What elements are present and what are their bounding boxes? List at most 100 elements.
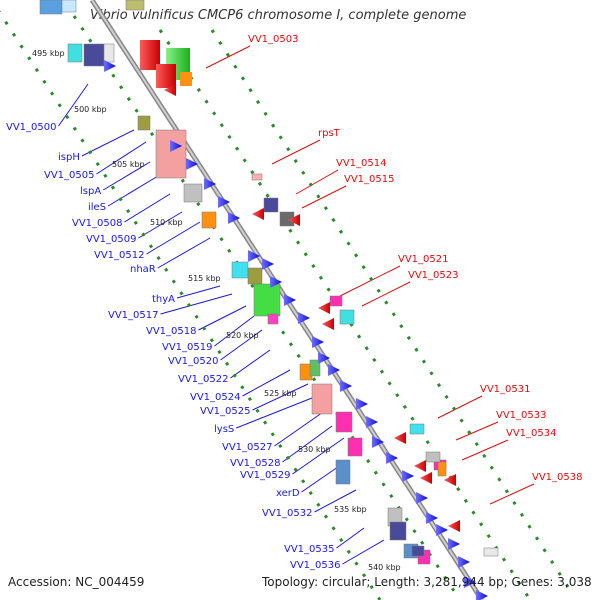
leader-line: [342, 539, 385, 565]
gene-label-left: VV1_0536: [290, 560, 341, 571]
leader-line: [157, 237, 211, 269]
gene-block: [411, 545, 425, 557]
gene-label-left: xerD: [276, 488, 300, 499]
leader-line: [242, 369, 291, 397]
leader-line: [102, 161, 151, 191]
scale-label: 525 kbp: [264, 389, 297, 398]
gene-label-right: VV1_0503: [248, 34, 299, 45]
leader-line: [58, 83, 89, 127]
gene-arrow: [270, 276, 282, 288]
gene-label-left: VV1_0500: [6, 122, 57, 133]
gene-block: [103, 43, 115, 63]
gene-block: [425, 451, 441, 463]
gene-label-left: VV1_0528: [230, 458, 281, 469]
gene-arrow: [464, 576, 476, 588]
gene-label-right: VV1_0515: [344, 174, 395, 185]
gene-block: [155, 129, 187, 179]
gene-arrow: [448, 520, 460, 532]
gene-block: [180, 72, 192, 86]
scale-label: 535 kbp: [334, 505, 367, 514]
leader-line: [205, 45, 251, 69]
leader-line: [274, 409, 327, 447]
gene-label-left: VV1_0518: [146, 326, 197, 337]
gene-block: [483, 547, 499, 557]
gene-block: [253, 283, 281, 317]
gene-label-left: VV1_0508: [72, 218, 123, 229]
gene-block: [329, 295, 343, 307]
gene-label-right: VV1_0521: [398, 254, 449, 265]
gene-arrow: [420, 472, 432, 484]
scale-label: 495 kbp: [32, 49, 65, 58]
gene-arrow: [416, 492, 428, 504]
leader-line: [230, 349, 271, 379]
gene-label-right: VV1_0523: [408, 270, 459, 281]
gene-arrow: [386, 452, 398, 464]
genome-stats-text: Topology: circular; Length: 3,281,944 bp…: [262, 575, 592, 589]
leader-line: [214, 315, 255, 347]
leader-line: [301, 185, 347, 209]
gene-block: [183, 183, 203, 203]
gene-arrow: [262, 258, 274, 270]
scale-label: 520 kbp: [226, 331, 259, 340]
leader-line: [96, 141, 147, 175]
gene-arrow: [476, 590, 488, 600]
gene-label-left: VV1_0529: [240, 470, 291, 481]
gene-arrow: [104, 60, 116, 72]
gene-label-right: rpsT: [318, 128, 341, 139]
gene-label-left: VV1_0505: [44, 170, 95, 181]
gene-block: [83, 43, 105, 67]
gene-label-right: VV1_0538: [532, 472, 583, 483]
scale-label: 515 kbp: [188, 274, 221, 283]
leader-line: [361, 281, 411, 307]
gene-label-left: thyA: [152, 294, 175, 305]
gene-block: [137, 115, 151, 131]
gene-label-left: lysS: [214, 424, 234, 435]
gene-block: [335, 411, 353, 433]
gene-arrow: [204, 178, 216, 190]
gene-block: [140, 40, 160, 70]
gene-block: [347, 437, 363, 457]
gene-arrow: [312, 336, 324, 348]
gene-label-left: VV1_0532: [262, 508, 313, 519]
gene-arrow: [284, 294, 296, 306]
gene-block: [67, 43, 83, 63]
leader-line: [107, 175, 159, 207]
gene-label-left: nhaR: [130, 264, 156, 275]
gene-block: [231, 261, 249, 279]
leader-line: [146, 221, 201, 255]
gene-block: [125, 0, 145, 11]
gene-arrow: [298, 312, 310, 324]
leader-line: [336, 527, 365, 549]
gene-arrow: [436, 524, 448, 536]
gene-arrow: [394, 432, 406, 444]
gene-block: [201, 211, 217, 229]
leader-line: [236, 397, 313, 429]
gene-block: [311, 383, 333, 415]
gene-label-left: VV1_0517: [108, 310, 159, 321]
leader-line: [292, 437, 345, 475]
leader-line: [489, 483, 535, 505]
gene-label-right: VV1_0533: [496, 410, 547, 421]
gene-label-left: VV1_0535: [284, 544, 335, 555]
leader-line: [271, 139, 321, 165]
leader-line: [339, 265, 401, 297]
gene-label-left: VV1_0519: [162, 342, 213, 353]
gene-arrow: [252, 208, 264, 220]
leader-line: [314, 489, 357, 513]
leader-line: [220, 329, 263, 361]
gene-arrow: [328, 364, 340, 376]
gene-block: [251, 173, 263, 181]
gene-label-left: VV1_0520: [168, 356, 219, 367]
gene-block: [61, 0, 77, 13]
dotted-guide: [0, 10, 382, 600]
gene-arrow: [426, 512, 438, 524]
leader-line: [295, 169, 339, 195]
gene-arrow: [402, 470, 414, 482]
gene-label-left: lspA: [80, 186, 101, 197]
gene-label-right: VV1_0531: [480, 384, 531, 395]
gene-features: [39, 0, 499, 600]
gene-labels: VV1_0500ispHVV1_0505lspAileSVV1_0508VV1_…: [6, 34, 583, 571]
gene-arrow: [414, 460, 426, 472]
